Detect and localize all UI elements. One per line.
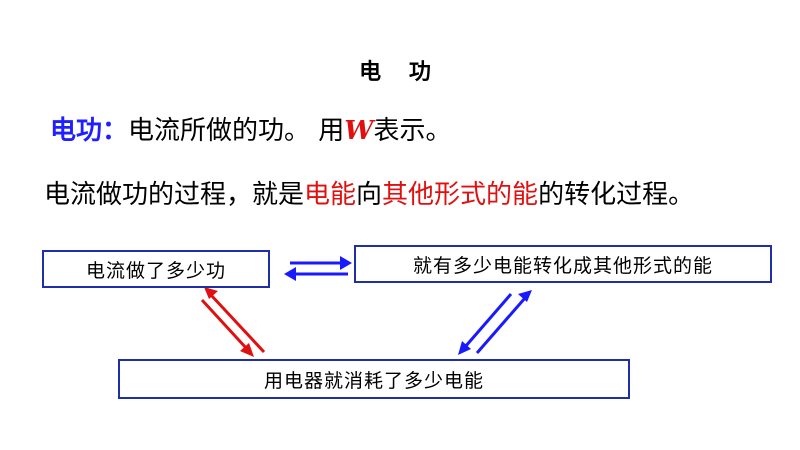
definition-suffix: 表示。 — [373, 116, 452, 146]
horizontal-double-arrow-icon — [284, 256, 352, 281]
blue-double-arrow-icon — [458, 290, 532, 355]
process-part2: 向 — [356, 180, 383, 210]
box-current-work: 电流做了多少功 — [42, 250, 270, 288]
definition-term: 电功： — [50, 116, 129, 146]
definition-line: 电功：电流所做的功。 用W表示。 — [50, 110, 452, 147]
process-highlight-electric-energy: 电能 — [304, 180, 357, 210]
process-line: 电流做功的过程，就是电能向其他形式的能的转化过程。 — [44, 174, 694, 211]
process-part1: 电流做功的过程，就是 — [44, 180, 305, 210]
work-symbol: W — [344, 116, 374, 146]
box-energy-converted: 就有多少电能转化成其他形式的能 — [354, 245, 772, 283]
process-part3: 的转化过程。 — [538, 180, 695, 210]
page-title: 电 功 — [359, 60, 441, 85]
box-appliance-consumption: 用电器就消耗了多少电能 — [118, 359, 630, 399]
red-double-arrow-icon — [200, 287, 266, 357]
definition-text: 电流所做的功。 用 — [128, 116, 345, 146]
process-highlight-other-energy: 其他形式的能 — [382, 180, 539, 210]
